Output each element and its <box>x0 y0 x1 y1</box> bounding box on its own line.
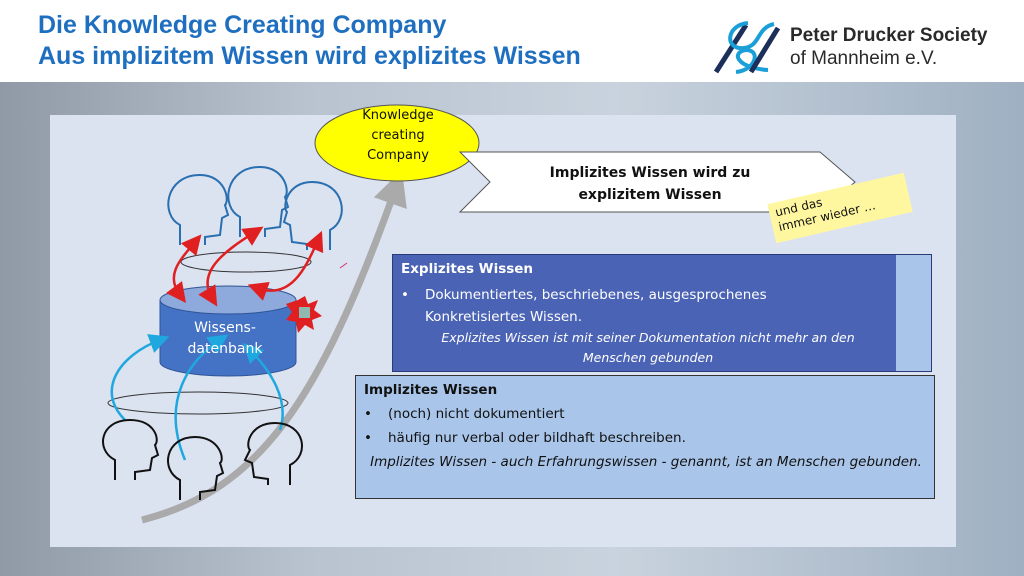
head-icon <box>227 165 290 237</box>
bullet-dot: • <box>364 406 372 422</box>
implicit-knowledge-box: Implizites Wissen • (noch) nicht dokumen… <box>355 375 935 499</box>
box-italic: Explizites Wissen ist mit seiner Dokumen… <box>441 330 855 365</box>
box-title: Implizites Wissen <box>364 382 498 398</box>
logo-line1: Peter Drucker Society <box>790 25 988 46</box>
header: Die Knowledge Creating Company Aus impli… <box>0 0 1024 82</box>
logo-icon <box>713 21 781 74</box>
explicit-knowledge-box: Explizites Wissen • Dokumentiertes, besc… <box>392 254 932 372</box>
database-label: Wissens- datenbank <box>175 318 275 360</box>
chip-icon <box>299 307 310 318</box>
bullet-text: häufig nur verbal oder bildhaft beschrei… <box>388 430 686 446</box>
ellipse-line: Knowledge <box>362 108 434 123</box>
growth-arrow <box>141 170 407 524</box>
knowledge-ellipse <box>314 104 480 182</box>
heads-top <box>167 165 343 250</box>
ellipse-label: Knowledge creating Company <box>330 106 466 166</box>
db-line: datenbank <box>187 341 263 357</box>
banner-line: explizitem Wissen <box>578 187 722 203</box>
head-icon <box>102 418 160 480</box>
page-subtitle: Aus implizitem Wissen wird explizites Wi… <box>38 42 581 70</box>
ellipse-line: creating <box>371 128 425 143</box>
db-line: Wissens- <box>194 320 256 336</box>
head-icon <box>167 173 230 245</box>
head-icon <box>282 180 343 250</box>
box-title: Explizites Wissen <box>401 261 534 277</box>
ellipse-line: Company <box>367 148 429 163</box>
banner-line: Implizites Wissen wird zu <box>549 165 751 181</box>
logo-line2: of Mannheim e.V. <box>790 48 938 69</box>
bullet-text: (noch) nicht dokumentiert <box>388 406 565 422</box>
bullet-dot: • <box>364 430 372 446</box>
box-strip <box>896 255 931 371</box>
logo-text: Peter Drucker Society of Mannheim e.V. <box>790 24 988 70</box>
heads-bottom <box>102 418 303 500</box>
bullet-text: Dokumentiertes, beschriebenes, ausgespro… <box>425 287 767 325</box>
page-title: Die Knowledge Creating Company <box>38 11 447 39</box>
head-icon <box>243 421 303 485</box>
bullet-dot: • <box>401 287 409 303</box>
head-icon <box>167 435 225 500</box>
box-italic: Implizites Wissen - auch Erfahrungswisse… <box>370 454 922 470</box>
banner-text: Implizites Wissen wird zu explizitem Wis… <box>520 162 780 206</box>
